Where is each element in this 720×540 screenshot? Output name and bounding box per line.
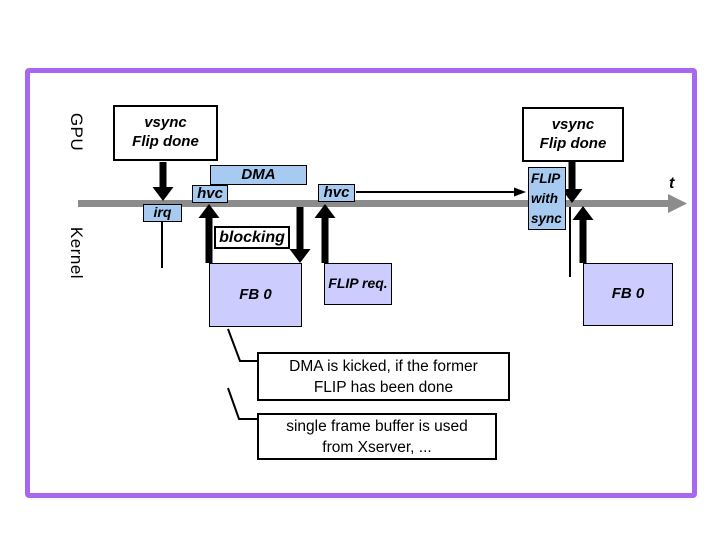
note-dma-kicked: DMA is kicked, if the former FLIP has be… (257, 352, 510, 401)
fb0-2-up-arrow-icon (572, 206, 594, 263)
hvc-box-1: hvc (192, 185, 228, 203)
note1-line2: FLIP has been done (313, 378, 454, 396)
flip-with-sync-box: FLIP with sync (528, 167, 566, 230)
note2-callout-line (227, 387, 257, 420)
fb0-box-1: FB 0 (209, 263, 302, 327)
flip-req-up-arrow-icon (314, 204, 336, 263)
timeline-arrowhead-icon (668, 194, 687, 213)
vsync2-line1: vsync (551, 115, 595, 133)
irq-box: irq (143, 204, 182, 222)
note1-callout-line (227, 328, 257, 362)
flip-with-sync-line3: sync (531, 210, 562, 226)
blocking-box: blocking (214, 226, 290, 249)
lane-label-kernel: Kernel (67, 226, 86, 280)
dma-box: DMA (210, 165, 307, 185)
vsync1-line2: Flip done (132, 133, 199, 150)
note-single-framebuffer: single frame buffer is used from Xserver… (257, 413, 497, 460)
time-axis-label: t (669, 175, 675, 192)
flip-with-sync-line1: FLIP (531, 170, 561, 186)
vsync2-line2: Flip done (539, 134, 607, 152)
flip-req-box: FLIP req. (324, 263, 392, 305)
flip-with-sync-line2: with (531, 190, 558, 206)
hvc-box-2: hvc (318, 184, 355, 202)
vsync-flip-done-box-2: vsync Flip done (522, 107, 624, 162)
note1-line1: DMA is kicked, if the former (289, 357, 478, 375)
vsync-flip-done-box-1: vsync Flip done (113, 105, 218, 161)
fb0-box-2: FB 0 (583, 263, 673, 326)
hvc-to-flip-arrowhead-icon (514, 187, 526, 197)
vsync2-down-arrow-icon (561, 162, 583, 203)
vsync1-line1: vsync (144, 114, 187, 132)
timeline-axis (78, 200, 668, 207)
vsync1-down-arrow-icon (152, 162, 174, 201)
fb0-1-up-arrow-icon (198, 204, 220, 263)
note2-line2: from Xserver, ... (322, 438, 432, 456)
dma-down-arrow-icon (289, 207, 311, 263)
lane-label-gpu: GPU (67, 112, 86, 152)
note2-line1: single frame buffer is used (286, 417, 468, 435)
